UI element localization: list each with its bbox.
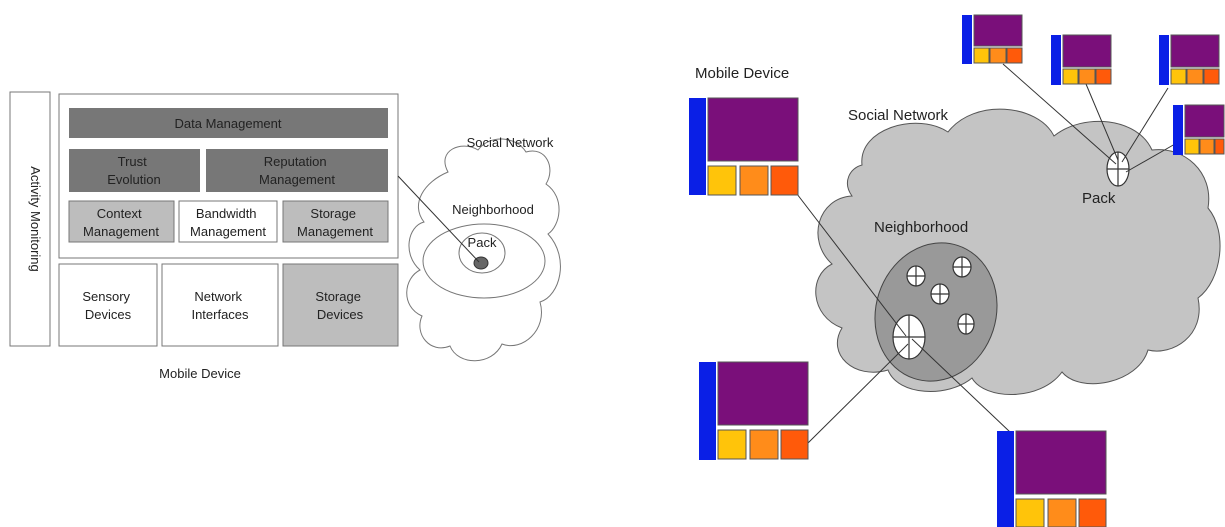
node-icon [906, 265, 926, 287]
connector-left-device [796, 193, 907, 337]
bandwidth-management-label: Bandwidth Management [190, 206, 266, 239]
pack-label-right: Pack [1082, 190, 1116, 207]
trust-evolution-label: Trust Evolution [107, 154, 160, 187]
connector-top-right-device [1121, 87, 1169, 163]
connector-bottom-device [911, 338, 1011, 433]
context-management-label: Context Management [83, 206, 159, 239]
mobile-device-icon-top-left [962, 14, 1023, 64]
mobile-device-icon-right [1173, 104, 1225, 155]
activity-monitoring-bar [9, 91, 51, 347]
network-interfaces-label: Network Interfaces [191, 289, 249, 322]
pack-ellipse-left [458, 232, 506, 274]
context-management-box [68, 200, 175, 243]
mobile-device-label-right: Mobile Device [695, 65, 789, 82]
left-architecture-diagram: Activity Monitoring Data Management Trus… [9, 91, 561, 381]
neighborhood-nodes [892, 256, 975, 360]
sensory-devices-label: Sensory Devices [82, 289, 133, 322]
reputation-management-box [206, 149, 388, 192]
node-icon [930, 283, 950, 305]
storage-devices-label: Storage Devices [315, 289, 364, 322]
storage-management-label: Storage Management [297, 206, 373, 239]
mobile-device-icon-bottom-left [699, 361, 809, 460]
node-icon [952, 256, 972, 278]
neighborhood-label-right: Neighborhood [874, 219, 968, 236]
pack-label-left: Pack [468, 235, 497, 250]
data-management-label: Data Management [175, 116, 282, 131]
social-network-label-left: Social Network [467, 135, 554, 150]
activity-monitoring-label: Activity Monitoring [28, 166, 43, 271]
connector-right-device [1125, 139, 1183, 173]
social-network-label-right: Social Network [848, 107, 949, 124]
mobile-to-pack-connector [397, 175, 480, 263]
social-network-cloud [815, 108, 1221, 395]
neighborhood-label-left: Neighborhood [452, 202, 534, 217]
connector-top-middle-device [1085, 83, 1119, 161]
right-social-network-diagram: Mobile Device Social Network Neighborhoo… [689, 14, 1225, 527]
pack-node [1106, 151, 1130, 187]
mobile-device-caption: Mobile Device [159, 366, 241, 381]
bandwidth-management-box [178, 200, 278, 243]
data-management-box [69, 108, 388, 138]
connector-top-left-device [1002, 63, 1117, 165]
node-icon-large [892, 314, 926, 360]
reputation-management-label: Reputation Management [259, 154, 335, 187]
storage-management-box [282, 200, 389, 243]
node-icon [957, 313, 975, 335]
mobile-device-icon-bottom [997, 430, 1107, 527]
sensory-devices-box [58, 263, 158, 347]
trust-evolution-box [69, 149, 200, 192]
mobile-device-icon-left [689, 97, 799, 196]
storage-devices-box [282, 263, 399, 347]
network-interfaces-box [161, 263, 279, 347]
mobile-device-icon-top-right [1159, 34, 1220, 85]
connector-bottom-left-device [807, 343, 909, 444]
connectors [796, 63, 1183, 444]
mobile-device-icon-top-middle [1051, 34, 1112, 85]
